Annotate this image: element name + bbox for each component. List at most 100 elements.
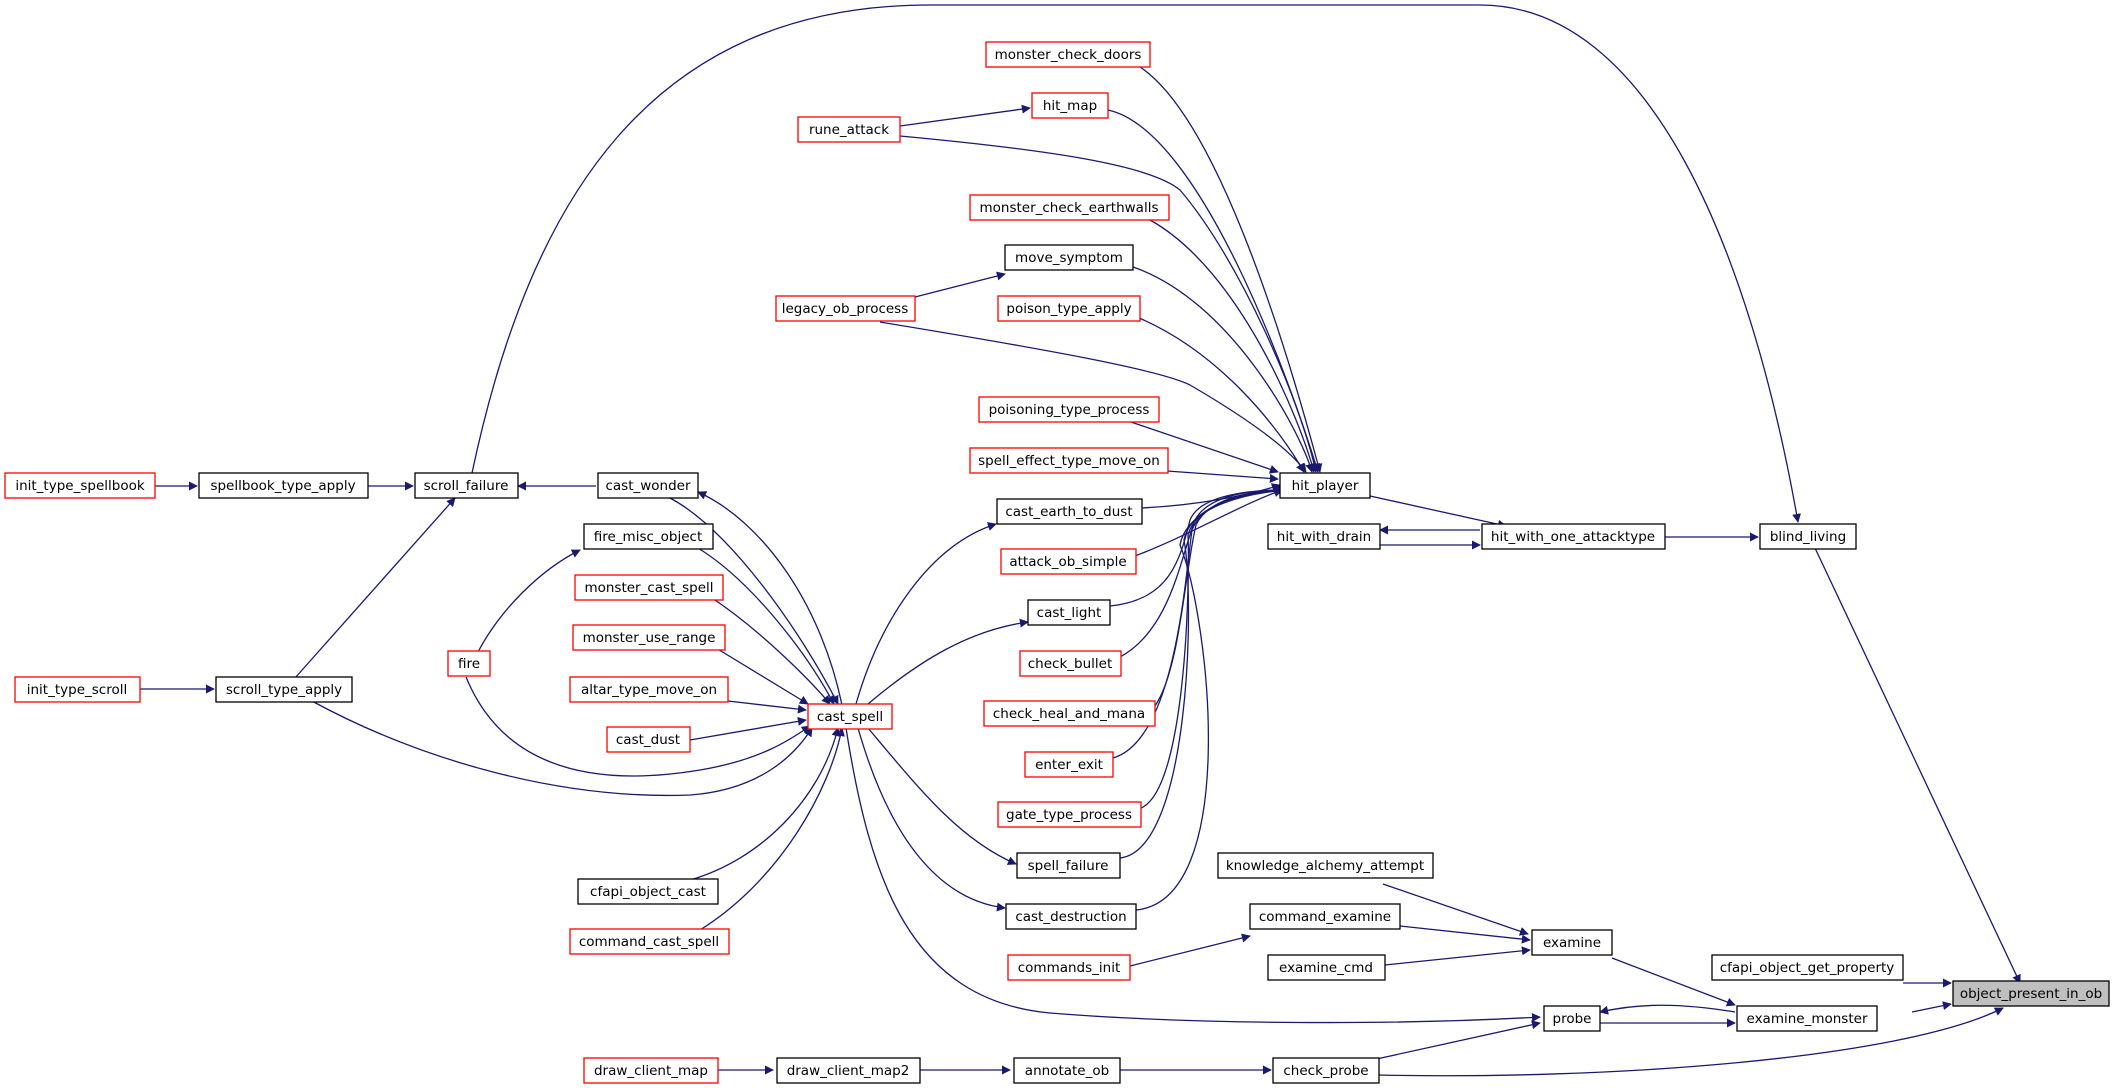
node-gate_type_process[interactable]: gate_type_process: [997, 801, 1142, 828]
node-examine_monster[interactable]: examine_monster: [1736, 1005, 1878, 1032]
node-label-cast_earth_to_dust: cast_earth_to_dust: [1005, 504, 1132, 520]
node-cfapi_object_cast[interactable]: cfapi_object_cast: [577, 878, 719, 905]
edge-cast_destruction-to-hit_player: [1135, 485, 1297, 911]
node-scroll_failure[interactable]: scroll_failure: [414, 472, 519, 499]
node-spell_failure[interactable]: spell_failure: [1016, 852, 1121, 879]
edge-rune_attack-to-hit_map: [899, 104, 1031, 127]
node-commands_init[interactable]: commands_init: [1007, 954, 1131, 981]
node-cast_earth_to_dust[interactable]: cast_earth_to_dust: [996, 498, 1143, 525]
node-label-move_symptom: move_symptom: [1015, 250, 1123, 266]
node-check_heal_and_mana[interactable]: check_heal_and_mana: [983, 700, 1156, 727]
edge-scroll_failure-to-blind_living: [471, 4, 1802, 523]
edge-cast_spell-to-cast_destruction: [857, 727, 1006, 912]
node-label-gate_type_process: gate_type_process: [1006, 807, 1132, 823]
node-label-command_cast_spell: command_cast_spell: [579, 934, 719, 950]
node-legacy_ob_process[interactable]: legacy_ob_process: [775, 295, 916, 322]
edge-rune_attack-to-hit_player: [899, 135, 1319, 473]
node-monster_cast_spell[interactable]: monster_cast_spell: [574, 574, 724, 601]
node-label-annotate_ob: annotate_ob: [1025, 1063, 1109, 1079]
node-fire[interactable]: fire: [447, 650, 491, 677]
node-fire_misc_object[interactable]: fire_misc_object: [583, 523, 714, 550]
node-cast_dust[interactable]: cast_dust: [606, 726, 691, 753]
node-cast_light[interactable]: cast_light: [1027, 599, 1111, 626]
node-label-cast_spell: cast_spell: [817, 709, 883, 725]
node-object_present_in_ob[interactable]: object_present_in_ob: [1952, 980, 2110, 1007]
edge-cast_dust-to-cast_spell: [689, 716, 807, 741]
node-hit_with_one_attacktype[interactable]: hit_with_one_attacktype: [1481, 523, 1666, 550]
node-check_bullet[interactable]: check_bullet: [1019, 650, 1122, 677]
node-command_cast_spell[interactable]: command_cast_spell: [569, 928, 730, 955]
node-label-init_type_scroll: init_type_scroll: [27, 682, 127, 698]
node-cast_destruction[interactable]: cast_destruction: [1005, 903, 1137, 930]
edge-monster_check_earthwalls-to-hit_player: [1149, 219, 1317, 473]
edge-fire-to-fire_misc_object: [477, 549, 581, 653]
node-check_probe[interactable]: check_probe: [1272, 1057, 1380, 1084]
node-poison_type_apply[interactable]: poison_type_apply: [997, 295, 1141, 322]
edge-examine_monster-to-probe: [1599, 1004, 1736, 1015]
edge-command_cast_spell-to-cast_spell: [699, 727, 845, 931]
node-monster_use_range[interactable]: monster_use_range: [572, 624, 726, 651]
node-examine_cmd[interactable]: examine_cmd: [1267, 954, 1386, 981]
node-monster_check_doors[interactable]: monster_check_doors: [985, 41, 1151, 68]
edge-cast_spell-to-cast_light: [867, 618, 1029, 705]
node-label-rune_attack: rune_attack: [809, 122, 889, 138]
node-move_symptom[interactable]: move_symptom: [1004, 244, 1134, 271]
node-label-monster_use_range: monster_use_range: [583, 630, 716, 646]
node-label-scroll_failure: scroll_failure: [424, 478, 509, 494]
node-label-examine_monster: examine_monster: [1747, 1011, 1868, 1027]
node-label-knowledge_alchemy_attempt: knowledge_alchemy_attempt: [1226, 858, 1424, 874]
edge-check_heal_and_mana-to-hit_player: [1154, 485, 1289, 707]
node-init_type_spellbook[interactable]: init_type_spellbook: [4, 472, 156, 499]
node-attack_ob_simple[interactable]: attack_ob_simple: [1000, 548, 1137, 575]
node-label-draw_client_map2: draw_client_map2: [787, 1063, 910, 1079]
node-label-attack_ob_simple: attack_ob_simple: [1009, 554, 1126, 570]
node-label-poisoning_type_process: poisoning_type_process: [989, 402, 1150, 418]
edge-monster_check_doors-to-hit_player: [1139, 66, 1323, 473]
node-blind_living[interactable]: blind_living: [1759, 523, 1857, 550]
edge-fire-to-cast_spell: [465, 676, 811, 777]
node-label-spell_effect_type_move_on: spell_effect_type_move_on: [978, 453, 1160, 469]
node-cast_wonder[interactable]: cast_wonder: [597, 472, 699, 499]
node-cast_spell[interactable]: cast_spell: [807, 703, 893, 730]
edge-check_probe-to-probe: [1371, 1020, 1541, 1061]
node-label-examine: examine: [1543, 935, 1601, 951]
node-hit_map[interactable]: hit_map: [1031, 92, 1109, 119]
edge-attack_ob_simple-to-hit_player: [1134, 488, 1283, 557]
node-cfapi_object_get_property[interactable]: cfapi_object_get_property: [1711, 954, 1904, 981]
node-command_examine[interactable]: command_examine: [1249, 903, 1401, 930]
edge-legacy_ob_process-to-move_symptom: [914, 271, 1006, 298]
node-label-fire: fire: [458, 656, 480, 672]
node-hit_player[interactable]: hit_player: [1279, 472, 1371, 499]
node-annotate_ob[interactable]: annotate_ob: [1013, 1057, 1121, 1084]
node-scroll_type_apply[interactable]: scroll_type_apply: [215, 676, 353, 703]
node-draw_client_map[interactable]: draw_client_map: [583, 1057, 719, 1084]
node-enter_exit[interactable]: enter_exit: [1024, 751, 1114, 778]
node-label-cast_light: cast_light: [1037, 605, 1102, 621]
node-label-scroll_type_apply: scroll_type_apply: [226, 682, 342, 698]
edge-scroll_type_apply-to-scroll_failure: [294, 497, 456, 679]
node-altar_type_move_on[interactable]: altar_type_move_on: [569, 676, 729, 703]
edge-legacy_ob_process-to-hit_player: [879, 321, 1307, 473]
node-spell_effect_type_move_on[interactable]: spell_effect_type_move_on: [969, 447, 1169, 474]
node-label-hit_player: hit_player: [1292, 478, 1359, 494]
node-hit_with_drain[interactable]: hit_with_drain: [1267, 523, 1381, 550]
node-spellbook_type_apply[interactable]: spellbook_type_apply: [198, 472, 369, 499]
node-label-cast_wonder: cast_wonder: [605, 478, 691, 494]
edge-monster_use_range-to-cast_spell: [715, 647, 809, 705]
node-init_type_scroll[interactable]: init_type_scroll: [14, 676, 141, 703]
node-draw_client_map2[interactable]: draw_client_map2: [776, 1057, 921, 1084]
node-monster_check_earthwalls[interactable]: monster_check_earthwalls: [969, 194, 1170, 221]
edge-monster_cast_spell-to-cast_spell: [711, 597, 831, 705]
node-knowledge_alchemy_attempt[interactable]: knowledge_alchemy_attempt: [1217, 852, 1434, 879]
edge-scroll_type_apply-to-cast_spell: [309, 699, 813, 797]
node-poisoning_type_process[interactable]: poisoning_type_process: [978, 396, 1160, 423]
node-label-hit_with_drain: hit_with_drain: [1277, 529, 1371, 545]
edge-examine-to-examine_monster: [1611, 957, 1736, 1007]
node-rune_attack[interactable]: rune_attack: [797, 116, 901, 143]
node-probe[interactable]: probe: [1543, 1005, 1601, 1032]
node-examine[interactable]: examine: [1531, 929, 1613, 956]
node-label-examine_cmd: examine_cmd: [1279, 960, 1373, 976]
edge-fire_misc_object-to-cast_spell: [697, 547, 835, 705]
node-label-check_bullet: check_bullet: [1028, 656, 1113, 672]
